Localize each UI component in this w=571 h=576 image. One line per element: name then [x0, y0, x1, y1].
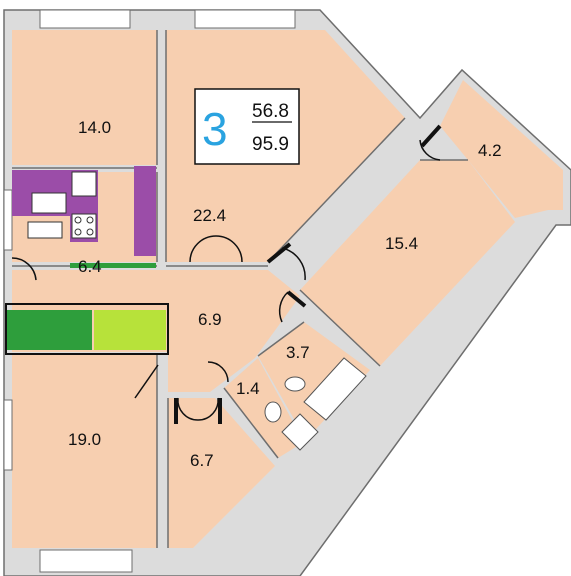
room-label-15-4: 15.4 — [385, 234, 418, 253]
bathtub — [303, 357, 367, 421]
room-floor-bath — [258, 322, 370, 440]
shaft — [281, 413, 319, 451]
burner — [74, 216, 82, 224]
room-label-4-2: 4.2 — [478, 141, 502, 160]
room-label-14-0: 14.0 — [78, 118, 111, 137]
wardrobe-outline — [5, 303, 169, 355]
burner — [86, 216, 94, 224]
partition-walls — [12, 30, 468, 548]
stove — [71, 171, 97, 197]
kitchen-floor-strip — [70, 263, 156, 268]
room-floor-6-7 — [168, 398, 275, 548]
window — [194, 9, 296, 29]
room-floor-19-0 — [12, 355, 157, 548]
room-label-wc: 1.4 — [236, 379, 260, 398]
room-label-6-7: 6.7 — [190, 451, 214, 470]
living-area: 56.8 — [252, 101, 289, 122]
washbasin — [284, 376, 306, 392]
room-label-kitchen: 6.4 — [78, 257, 102, 276]
door-leaves — [174, 124, 442, 424]
room-floor-balcony — [440, 80, 563, 218]
burner — [86, 228, 94, 236]
room-label-22-4: 22.4 — [193, 206, 226, 225]
kitchen-cabinet — [134, 166, 156, 256]
room-floor-15-4 — [300, 160, 515, 366]
room-label-bath: 3.7 — [286, 343, 310, 362]
sink — [31, 192, 67, 214]
room-label-hall: 6.9 — [198, 310, 222, 329]
room-label-19-0: 19.0 — [68, 430, 101, 449]
wardrobe-dark — [6, 310, 92, 350]
summary-box — [194, 88, 300, 165]
burner — [74, 228, 82, 236]
window — [39, 9, 131, 29]
total-area: 95.9 — [252, 134, 289, 155]
rooms-count: 3 — [202, 103, 228, 155]
wardrobe-light — [94, 310, 166, 350]
fridge — [27, 221, 63, 239]
room-floor-14-0 — [12, 30, 157, 165]
window — [3, 189, 13, 251]
window — [39, 549, 133, 573]
window — [3, 399, 13, 471]
toilet — [264, 401, 282, 423]
